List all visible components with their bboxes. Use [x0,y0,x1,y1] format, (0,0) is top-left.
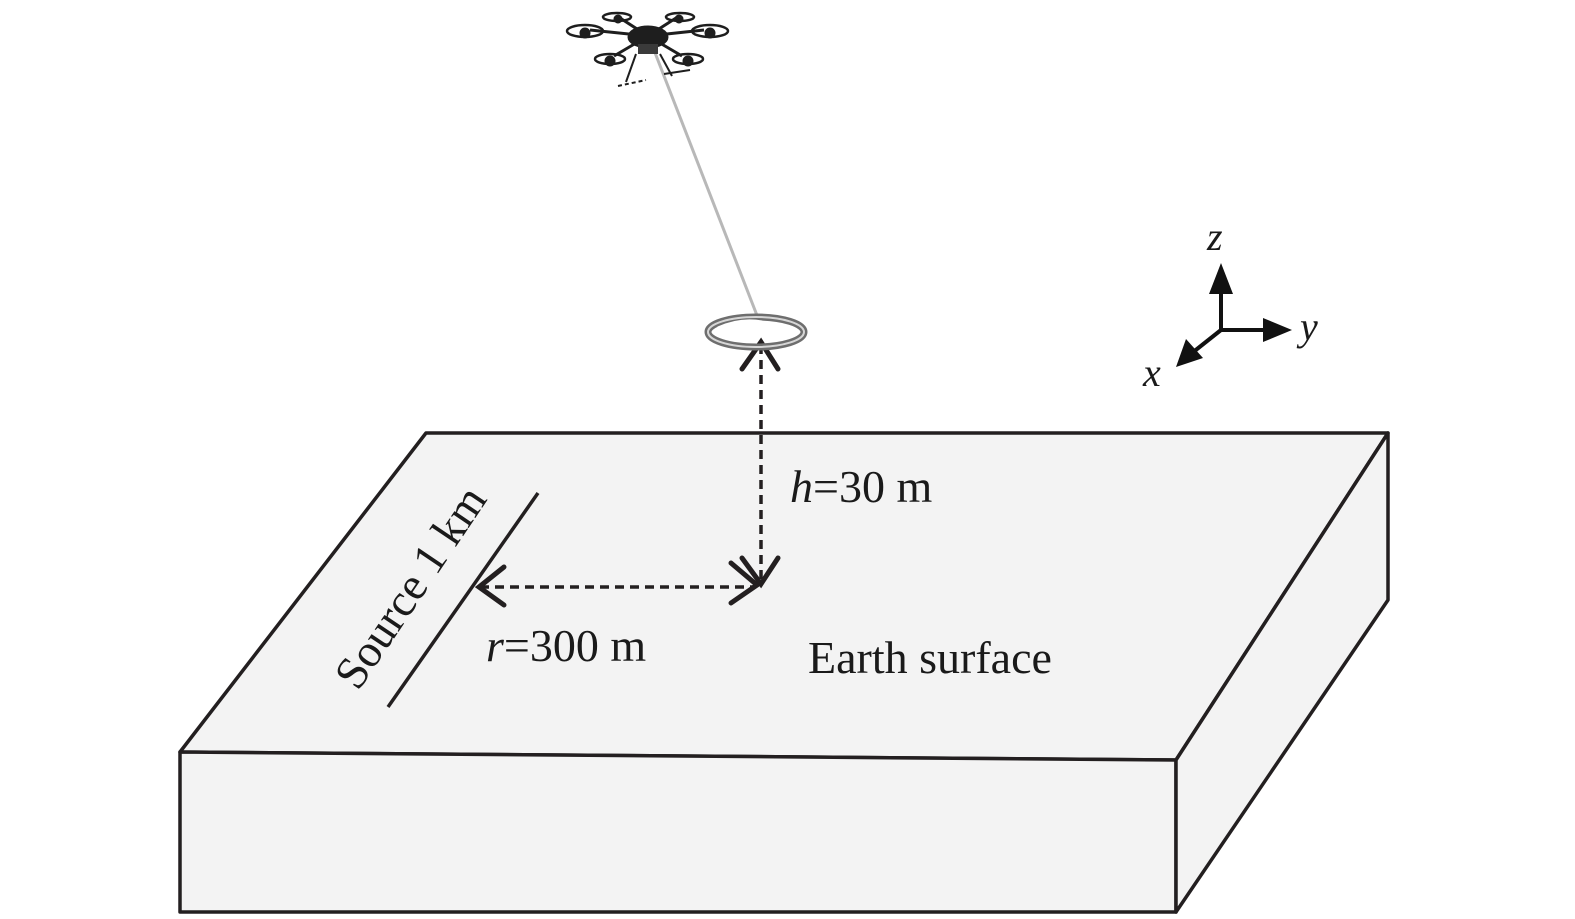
source-line [386,491,540,709]
x-axis-line [1190,328,1223,355]
height-arrowhead-top [739,337,781,372]
height-variable: h [790,461,813,512]
z-axis-label: z [1206,214,1223,259]
y-axis-arrowhead [1263,318,1292,342]
radius-variable: r [486,620,505,671]
height-value: =30 m [813,461,932,512]
x-axis-arrowhead [1176,339,1203,367]
earth-block [178,431,1390,914]
height-label: h=30 m [790,461,932,512]
height-arrowhead-bottom [739,555,781,589]
surface-label: Earth surface [808,632,1052,683]
block-front-face [178,750,1178,914]
coordinate-axes [1176,263,1292,367]
z-axis-arrowhead [1209,263,1233,294]
radius-dimension [474,560,762,608]
receiver-coil-icon [704,313,808,351]
radius-arrowhead-left [474,564,507,608]
height-dimension [739,337,781,589]
hexacopter-drone-icon [565,11,730,87]
y-axis-label: y [1296,304,1318,349]
radius-arrowhead-right [728,560,762,606]
tether-line [650,44,760,319]
block-side-face [1174,431,1390,914]
radius-value: =300 m [504,620,646,671]
x-axis-label: x [1142,350,1161,395]
radius-label: r=300 m [486,620,646,671]
